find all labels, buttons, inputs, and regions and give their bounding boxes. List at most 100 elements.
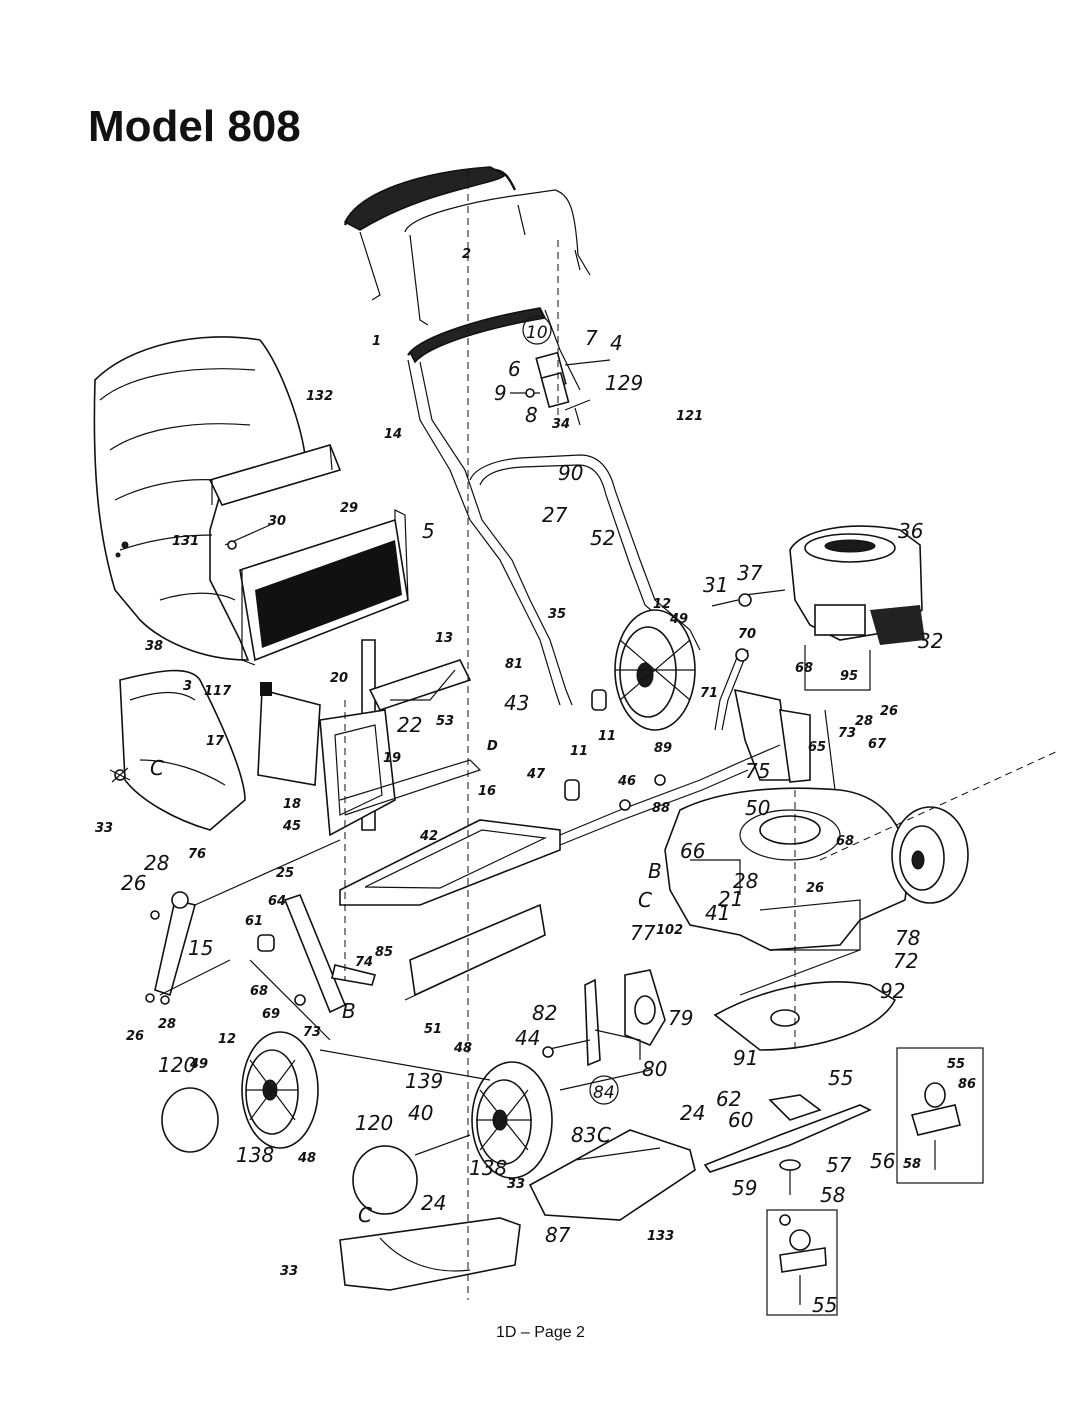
- callout-C2: C: [638, 888, 652, 912]
- callout-25: 25: [276, 866, 294, 881]
- inset-box-spindle: [766, 1209, 838, 1316]
- front-wheel-center: [471, 1061, 553, 1179]
- callout-50: 50: [745, 796, 770, 820]
- callout-73a: 73: [838, 726, 856, 741]
- callout-76: 76: [188, 847, 206, 862]
- callout-28a: 28: [855, 714, 873, 729]
- callout-57: 57: [826, 1153, 852, 1177]
- callout-21: 21: [718, 887, 743, 911]
- callout-64: 64: [268, 894, 286, 909]
- callout-45: 45: [282, 819, 301, 834]
- callout-61: 61: [245, 914, 263, 929]
- throttle-cable: [714, 648, 749, 731]
- callout-14: 14: [384, 427, 402, 442]
- callout-78: 78: [895, 926, 920, 950]
- callout-81: 81: [505, 657, 523, 672]
- axle-assembly: [339, 689, 781, 906]
- callout-10-circle: [522, 315, 552, 345]
- engine: [711, 525, 925, 691]
- callout-30: 30: [268, 514, 286, 529]
- callout-120b: 120: [355, 1111, 393, 1135]
- callout-68a: 68: [795, 661, 813, 676]
- callout-90: 90: [558, 461, 583, 485]
- rear-wheel-upper: [614, 609, 696, 731]
- callout-24a: 24: [680, 1101, 705, 1125]
- callout-72: 72: [893, 949, 918, 973]
- callout-75: 75: [745, 759, 770, 783]
- callout-37: 37: [737, 561, 763, 585]
- front-rod-bracket: [404, 903, 546, 1001]
- callout-28b: 28: [144, 851, 169, 875]
- callout-34: 34: [552, 417, 570, 432]
- callout-20: 20: [330, 671, 348, 686]
- callout-77: 77: [630, 921, 656, 945]
- callout-138a: 138: [236, 1143, 274, 1167]
- discharge-chute: [339, 1217, 521, 1291]
- callout-19: 19: [383, 751, 401, 766]
- height-lever: [257, 894, 377, 1014]
- rear-door: [257, 682, 321, 786]
- callout-B1: B: [648, 859, 662, 883]
- callout-47: 47: [526, 767, 546, 782]
- callout-17: 17: [206, 734, 225, 749]
- callout-15: 15: [188, 936, 213, 960]
- callout-8: 8: [525, 403, 538, 427]
- catcher-frame: [208, 444, 409, 666]
- hubcap-center: [352, 1134, 471, 1215]
- blade-plate: [713, 981, 897, 1051]
- callout-31: 31: [703, 573, 728, 597]
- callout-35: 35: [548, 607, 566, 622]
- callout-3: 3: [183, 679, 192, 694]
- callout-68b: 68: [836, 834, 854, 849]
- control-bracket: [510, 351, 611, 426]
- callout-41: 41: [705, 901, 730, 925]
- callout-38: 38: [145, 639, 163, 654]
- inset-adapter-part: [910, 1082, 961, 1170]
- callout-C3: C: [597, 1123, 611, 1147]
- callout-59: 59: [732, 1176, 757, 1200]
- callout-80: 80: [642, 1057, 667, 1081]
- callout-12b: 12: [218, 1032, 236, 1047]
- callout-85: 85: [375, 945, 393, 960]
- callout-46: 46: [617, 774, 636, 789]
- callout-49b: 49: [189, 1057, 208, 1072]
- callout-74: 74: [355, 955, 373, 970]
- callout-55a: 55: [828, 1066, 853, 1090]
- callout-26b: 26: [121, 871, 146, 895]
- callout-13: 13: [435, 631, 453, 646]
- callout-70: 70: [738, 627, 756, 642]
- callout-11a: 11: [570, 744, 588, 759]
- callout-55b: 55: [947, 1057, 965, 1072]
- callout-69: 69: [262, 1007, 280, 1022]
- callout-62: 62: [716, 1087, 741, 1111]
- callout-121: 121: [676, 409, 703, 424]
- callout-53: 53: [436, 714, 454, 729]
- callout-33b: 33: [507, 1177, 525, 1192]
- callout-36: 36: [898, 519, 923, 543]
- callout-52: 52: [590, 526, 615, 550]
- callout-60: 60: [728, 1108, 753, 1132]
- callout-1: 1: [372, 334, 381, 349]
- callout-44: 44: [515, 1026, 540, 1050]
- callout-24b: 24: [421, 1191, 446, 1215]
- callout-33c: 33: [280, 1264, 298, 1279]
- blade: [703, 1094, 872, 1195]
- callout-91: 91: [733, 1046, 758, 1070]
- callout-9: 9: [494, 381, 507, 405]
- callout-58a: 58: [903, 1157, 921, 1172]
- callout-4: 4: [610, 331, 623, 355]
- callout-2: 2: [462, 247, 471, 262]
- callout-84: 84: [593, 1083, 615, 1103]
- front-wheel-left: [241, 1031, 319, 1149]
- callout-42: 42: [419, 829, 438, 844]
- connection-lines: [159, 170, 1061, 1300]
- callout-26d: 26: [126, 1029, 144, 1044]
- callout-65: 65: [808, 740, 826, 755]
- upper-handle: [343, 166, 591, 326]
- callout-58b: 58: [820, 1183, 845, 1207]
- callout-labels: 2 10 1 7 4 6 9 129 8 34 121 14 132 90 29…: [95, 247, 976, 1317]
- callout-89: 89: [654, 741, 672, 756]
- rear-wheel-right: [891, 806, 969, 904]
- callout-7: 7: [585, 326, 598, 350]
- callout-40: 40: [408, 1101, 433, 1125]
